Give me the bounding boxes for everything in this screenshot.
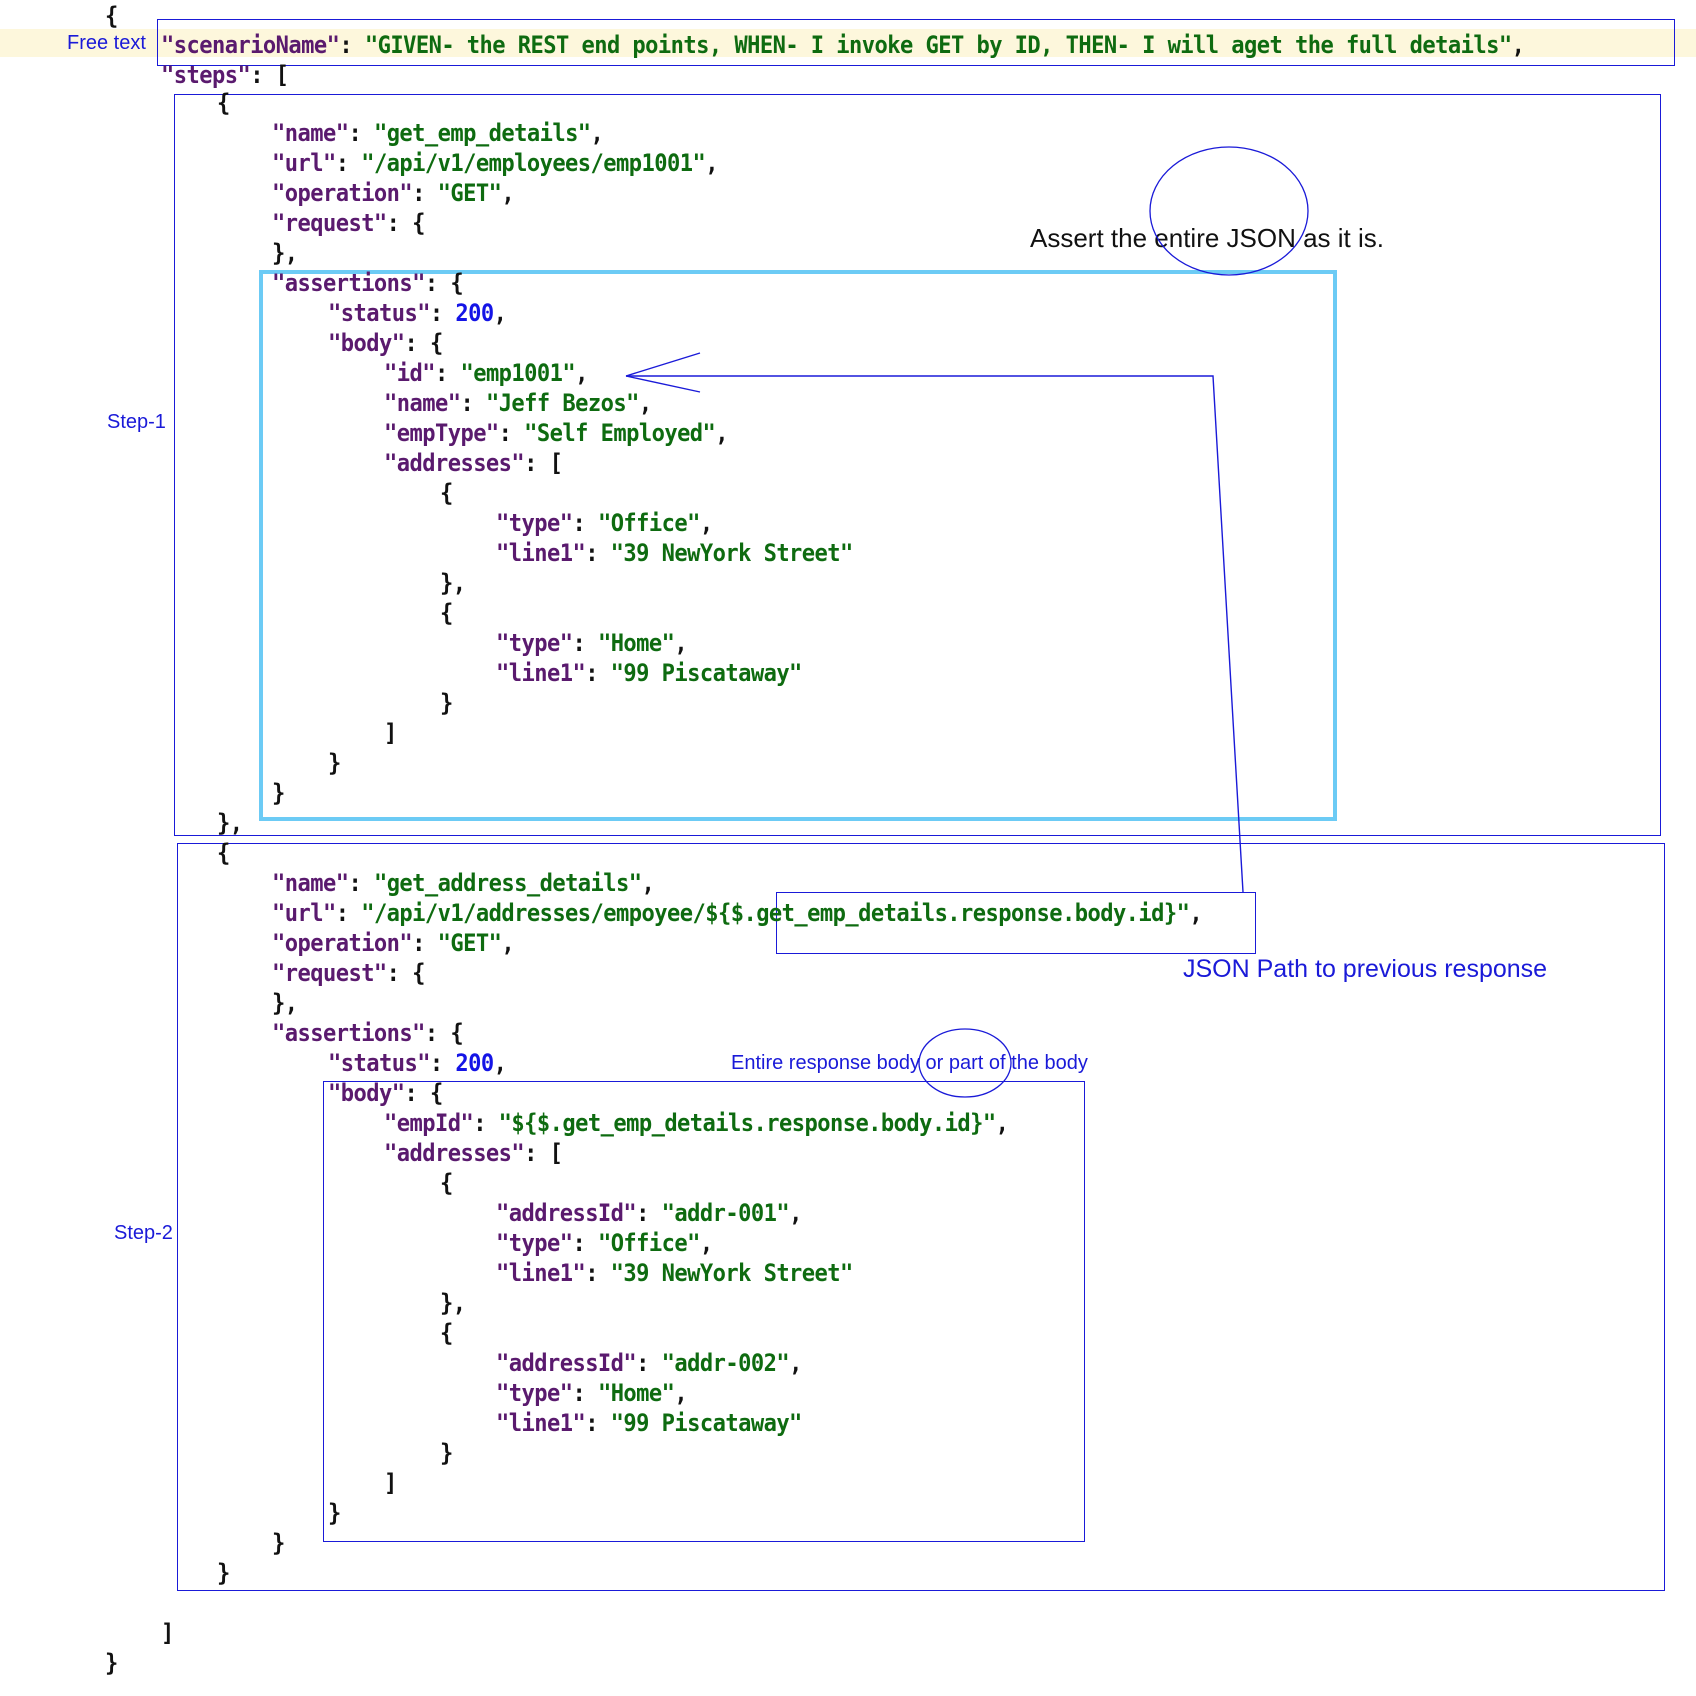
- code-line: ]: [384, 719, 397, 747]
- scenario-name-box: [157, 19, 1675, 66]
- code-line: "addresses": [: [384, 1139, 563, 1167]
- code-line: {: [440, 1169, 453, 1197]
- code-line: ]: [161, 1619, 174, 1647]
- step2-label: Step-2: [114, 1222, 173, 1244]
- code-line: "line1": "39 NewYork Street": [496, 539, 853, 567]
- code-line: {: [440, 599, 453, 627]
- code-line: {: [217, 839, 230, 867]
- json-path-note: JSON Path to previous response: [1183, 955, 1548, 983]
- code-line: }: [328, 749, 341, 777]
- code-line: "url": "/api/v1/addresses/empoyee/${$.ge…: [272, 899, 1203, 927]
- code-line: "line1": "99 Piscataway": [496, 1409, 802, 1437]
- code-line: ]: [384, 1469, 397, 1497]
- code-line: "addressId": "addr-001",: [496, 1199, 802, 1227]
- code-line: "line1": "99 Piscataway": [496, 659, 802, 687]
- code-line: "empType": "Self Employed",: [384, 419, 729, 447]
- code-line: "type": "Home",: [496, 629, 688, 657]
- code-line: "operation": "GET",: [272, 929, 515, 957]
- code-line: }: [328, 1499, 341, 1527]
- code-line: }: [272, 1529, 285, 1557]
- code-line: "status": 200,: [328, 299, 507, 327]
- code-line-scenario: "scenarioName": "GIVEN- the REST end poi…: [161, 31, 1525, 59]
- code-line: "name": "Jeff Bezos",: [384, 389, 652, 417]
- code-line: "operation": "GET",: [272, 179, 515, 207]
- code-line: }: [105, 1649, 118, 1677]
- code-line: "request": {: [272, 959, 425, 987]
- code-line: "assertions": {: [272, 1019, 464, 1047]
- code-line: "id": "emp1001",: [384, 359, 588, 387]
- code-line: "status": 200,: [328, 1049, 507, 1077]
- assert-entire-note: Assert the entire JSON as it is.: [1030, 223, 1385, 253]
- code-line: "steps": [: [161, 61, 289, 89]
- json-key: "scenarioName": [161, 31, 340, 59]
- code-line: },: [217, 809, 243, 837]
- code-line: {: [217, 89, 230, 117]
- entire-or-part-note: Entire response body or part of the body: [731, 1052, 1088, 1074]
- highlighted-line: [0, 29, 1696, 57]
- code-line: "body": {: [328, 1079, 443, 1107]
- code-line: }: [440, 1439, 453, 1467]
- code-line: "url": "/api/v1/employees/emp1001",: [272, 149, 719, 177]
- code-line: }: [440, 689, 453, 717]
- code-line: },: [272, 239, 298, 267]
- step2-body-box: [323, 1081, 1085, 1542]
- code-line: {: [105, 2, 118, 30]
- code-line: "type": "Office",: [496, 509, 713, 537]
- step1-label: Step-1: [107, 411, 166, 433]
- code-line: "type": "Home",: [496, 1379, 688, 1407]
- code-line: "name": "get_address_details",: [272, 869, 655, 897]
- code-line: "body": {: [328, 329, 443, 357]
- json-path-box: [776, 892, 1256, 954]
- code-line: "empId": "${$.get_emp_details.response.b…: [384, 1109, 1009, 1137]
- code-line: "assertions": {: [272, 269, 464, 297]
- code-line: {: [440, 1319, 453, 1347]
- json-path-expression: $.get_emp_details.response.body.id: [730, 899, 1165, 927]
- free-text-label: Free text: [67, 32, 146, 54]
- json-string: "GIVEN- the REST end points, WHEN- I inv…: [364, 31, 1512, 59]
- code-line: {: [440, 479, 453, 507]
- code-line: }: [272, 779, 285, 807]
- code-line: "name": "get_emp_details",: [272, 119, 604, 147]
- code-line: }: [217, 1559, 230, 1587]
- code-line: "type": "Office",: [496, 1229, 713, 1257]
- code-line: },: [272, 989, 298, 1017]
- code-line: "request": {: [272, 209, 425, 237]
- code-line: },: [440, 1289, 466, 1317]
- code-line: "addressId": "addr-002",: [496, 1349, 802, 1377]
- code-line: },: [440, 569, 466, 597]
- code-line: "addresses": [: [384, 449, 563, 477]
- code-line: "line1": "39 NewYork Street": [496, 1259, 853, 1287]
